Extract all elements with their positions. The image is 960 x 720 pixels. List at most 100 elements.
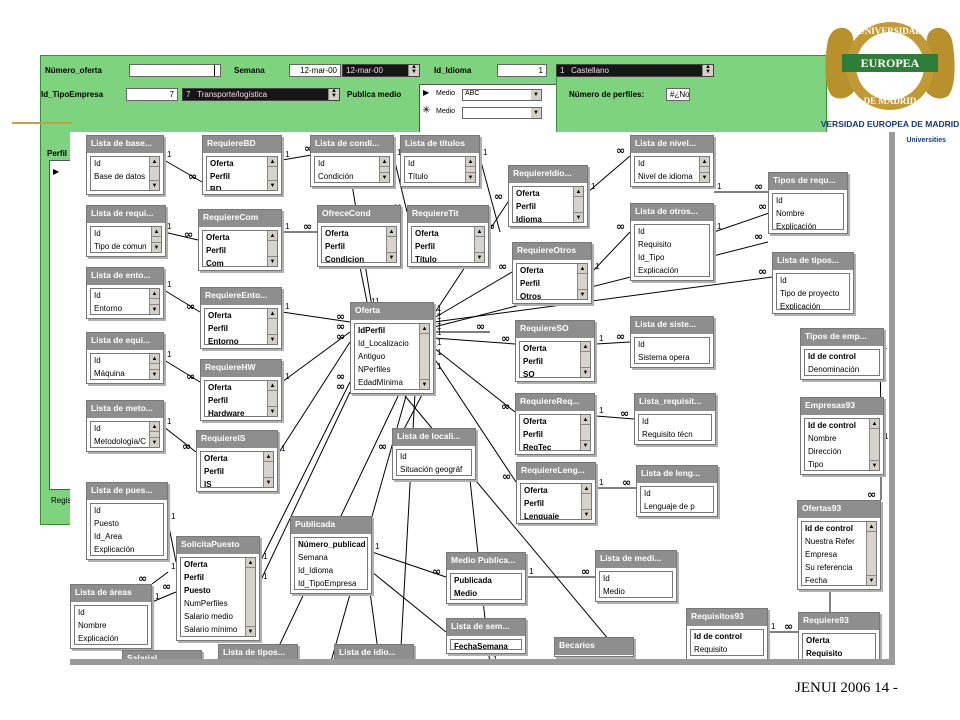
field-idioma[interactable]: Idioma <box>516 215 542 223</box>
relationship-line[interactable] <box>277 341 351 455</box>
field-perfil[interactable]: Perfil <box>208 396 229 405</box>
scroll-down-icon[interactable]: ▼ <box>150 304 159 314</box>
field-puesto[interactable]: Puesto <box>94 519 119 528</box>
table-title[interactable]: Lista de áreas <box>71 585 151 602</box>
scroll-up-icon[interactable]: ▲ <box>150 422 159 432</box>
scroll-down-icon[interactable]: ▼ <box>246 626 255 636</box>
scroll-down-icon[interactable]: ▼ <box>150 437 159 447</box>
field-nombre[interactable]: Nombre <box>78 621 107 630</box>
field-list-scrollbar[interactable]: ▲▼ <box>386 227 396 262</box>
numero-perfiles-field[interactable]: #¿No <box>666 88 690 101</box>
field-list-scrollbar[interactable]: ▲▼ <box>869 419 879 470</box>
table-title[interactable]: Lista de tipos... <box>773 253 853 270</box>
table-title[interactable]: Empresas93 <box>801 398 883 415</box>
scroll-up-icon[interactable]: ▲ <box>578 264 587 274</box>
field-id[interactable]: Id <box>318 159 325 168</box>
field-fechasemana[interactable]: FechaSemana <box>454 642 508 650</box>
relationship-line[interactable] <box>371 551 447 578</box>
field-list-scrollbar[interactable]: ▲▼ <box>149 354 159 379</box>
scroll-down-icon[interactable]: ▼ <box>870 460 879 470</box>
scroll-up-icon[interactable]: ▲ <box>574 187 583 197</box>
table-lista-de-tipos-41[interactable]: Lista de tipos... <box>218 644 298 659</box>
scroll-down-icon[interactable]: ▼ <box>466 172 475 182</box>
field-list-scrollbar[interactable]: ▲▼ <box>149 422 159 447</box>
field-oferta[interactable]: Oferta <box>520 266 544 275</box>
field-id[interactable]: Id <box>94 424 101 433</box>
table-title[interactable]: RequiereOtros <box>513 243 591 260</box>
medio-select-2[interactable]: ▼ <box>462 107 542 119</box>
field-id[interactable]: Id <box>94 159 101 168</box>
table-lista-de-sem-37[interactable]: Lista de sem...FechaSemana <box>446 618 526 654</box>
field-oferta[interactable]: Oferta <box>523 344 547 353</box>
field-list-scrollbar[interactable]: ▲▼ <box>419 324 429 389</box>
scroll-down-icon[interactable]: ▼ <box>578 289 587 299</box>
relationship-line[interactable] <box>151 571 169 585</box>
relationship-line[interactable] <box>713 211 773 233</box>
table-title[interactable]: Tipos de requ... <box>769 173 847 190</box>
relationship-line[interactable] <box>433 347 516 413</box>
field-is[interactable]: IS <box>204 480 212 488</box>
semana-spin-icon[interactable]: ▲▼ <box>408 65 419 76</box>
field-list[interactable]: FechaSemana <box>450 639 522 650</box>
field-perfil[interactable]: Perfil <box>208 324 229 333</box>
field-id[interactable]: Id <box>638 340 645 349</box>
field-oferta[interactable]: Oferta <box>204 454 228 463</box>
field-perfil[interactable]: Perfil <box>206 246 227 255</box>
table-becarios-43[interactable]: Becarios <box>554 637 634 657</box>
table-title[interactable]: Lista de siste... <box>631 317 713 334</box>
field-nuestra-refer[interactable]: Nuestra Refer <box>805 537 855 546</box>
table-lista-de-idio-42[interactable]: Lista de idio... <box>334 644 414 659</box>
field-condicion[interactable]: Condicion <box>325 255 365 263</box>
field-oferta[interactable]: Oferta <box>806 636 830 645</box>
field-id-de-control[interactable]: Id de control <box>808 421 856 430</box>
field-perfil[interactable]: Perfil <box>516 202 537 211</box>
field-list-scrollbar[interactable]: ▲▼ <box>581 484 591 519</box>
scroll-down-icon[interactable]: ▼ <box>475 252 484 262</box>
field-id-idioma[interactable]: Id_Idioma <box>298 566 334 575</box>
field-id[interactable]: Id <box>642 417 649 426</box>
field-entorno[interactable]: Entorno <box>208 337 239 345</box>
field-explicacion[interactable]: Explicación <box>78 634 119 643</box>
scroll-up-icon[interactable]: ▲ <box>268 157 277 167</box>
field-nivel-de-idioma[interactable]: Nivel de idioma <box>638 172 693 181</box>
scroll-up-icon[interactable]: ▲ <box>581 342 590 352</box>
field-id[interactable]: Id <box>94 229 101 238</box>
relationship-line[interactable] <box>163 426 197 453</box>
field-id-tipoempresa[interactable]: Id_TipoEmpresa <box>298 579 357 588</box>
scroll-up-icon[interactable]: ▲ <box>466 157 475 167</box>
table-salarial-40[interactable]: Salarial <box>122 650 202 659</box>
scroll-up-icon[interactable]: ▲ <box>387 227 396 237</box>
field-lenguaje-de-p[interactable]: Lenguaje de p <box>644 502 695 511</box>
scroll-up-icon[interactable]: ▲ <box>268 309 277 319</box>
field-titulo[interactable]: Título <box>415 255 437 263</box>
scroll-down-icon[interactable]: ▼ <box>582 509 591 519</box>
field-maquina[interactable]: Máquina <box>94 369 125 378</box>
table-title[interactable]: Lista de leng... <box>637 466 717 483</box>
field-oferta[interactable]: Oferta <box>325 229 349 238</box>
field-explicacion[interactable]: Explicación <box>638 266 679 275</box>
scroll-down-icon[interactable]: ▼ <box>581 440 590 450</box>
field-reqtec[interactable]: ReqTec <box>523 443 552 451</box>
